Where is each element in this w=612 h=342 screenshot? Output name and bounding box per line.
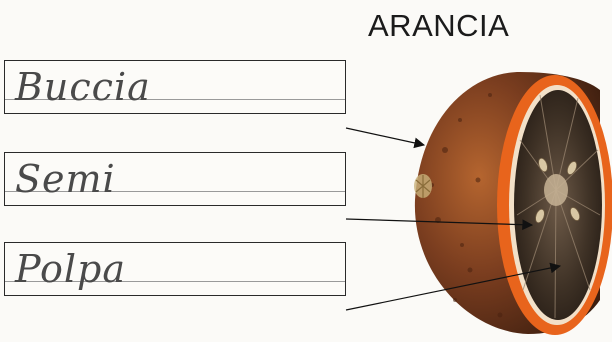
arrow-buccia [346,128,424,145]
orange-cut-face [497,75,612,335]
stem-icon [414,174,432,198]
